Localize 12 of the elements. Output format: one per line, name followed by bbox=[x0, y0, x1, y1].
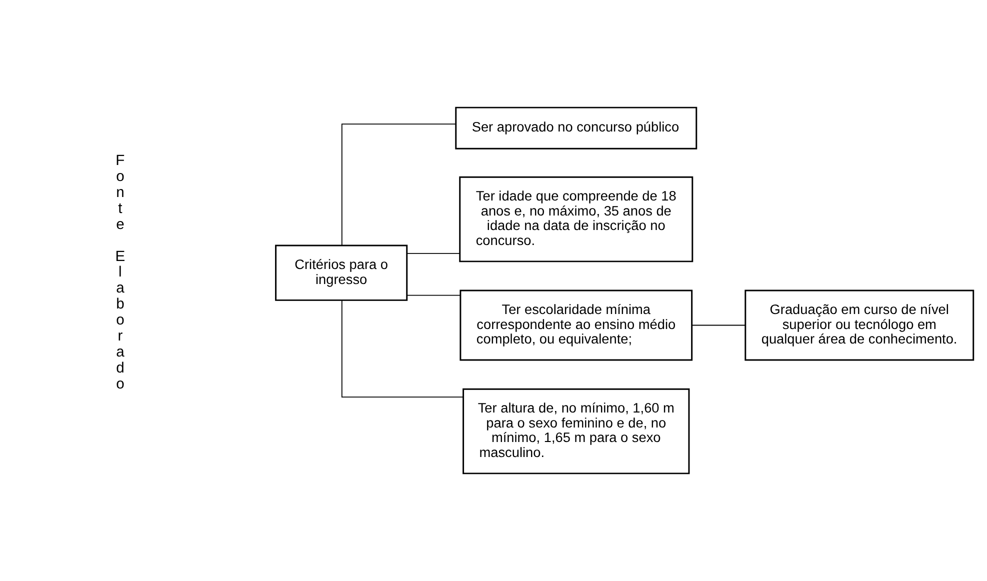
connector bbox=[692, 324, 746, 326]
node-box: Ter altura de, no mínimo, 1,60 m para o sexo feminino e de, no mínimo, 1,65 m para o sexo masculino. bbox=[462, 388, 690, 474]
node-box: Graduação em curso de nível superior ou tecnólogo em qualquer área de conhecimento. bbox=[744, 290, 974, 361]
node-box: Ter idade que compreende de 18 anos e, no máximo, 35 anos de idade na data de inscrição no concurso. bbox=[459, 176, 694, 262]
node-box: Critérios para o ingresso bbox=[275, 244, 408, 301]
label: Fonte Elaborado bbox=[115, 153, 126, 392]
connector bbox=[406, 294, 461, 296]
connector bbox=[341, 300, 464, 398]
connector bbox=[341, 124, 456, 246]
node-box: Ter escolaridade mínima correspondente ao ensino médio completo, ou equivalente; bbox=[460, 290, 693, 361]
node-box: Ser aprovado no concurso público bbox=[455, 106, 698, 150]
connector bbox=[406, 253, 460, 254]
